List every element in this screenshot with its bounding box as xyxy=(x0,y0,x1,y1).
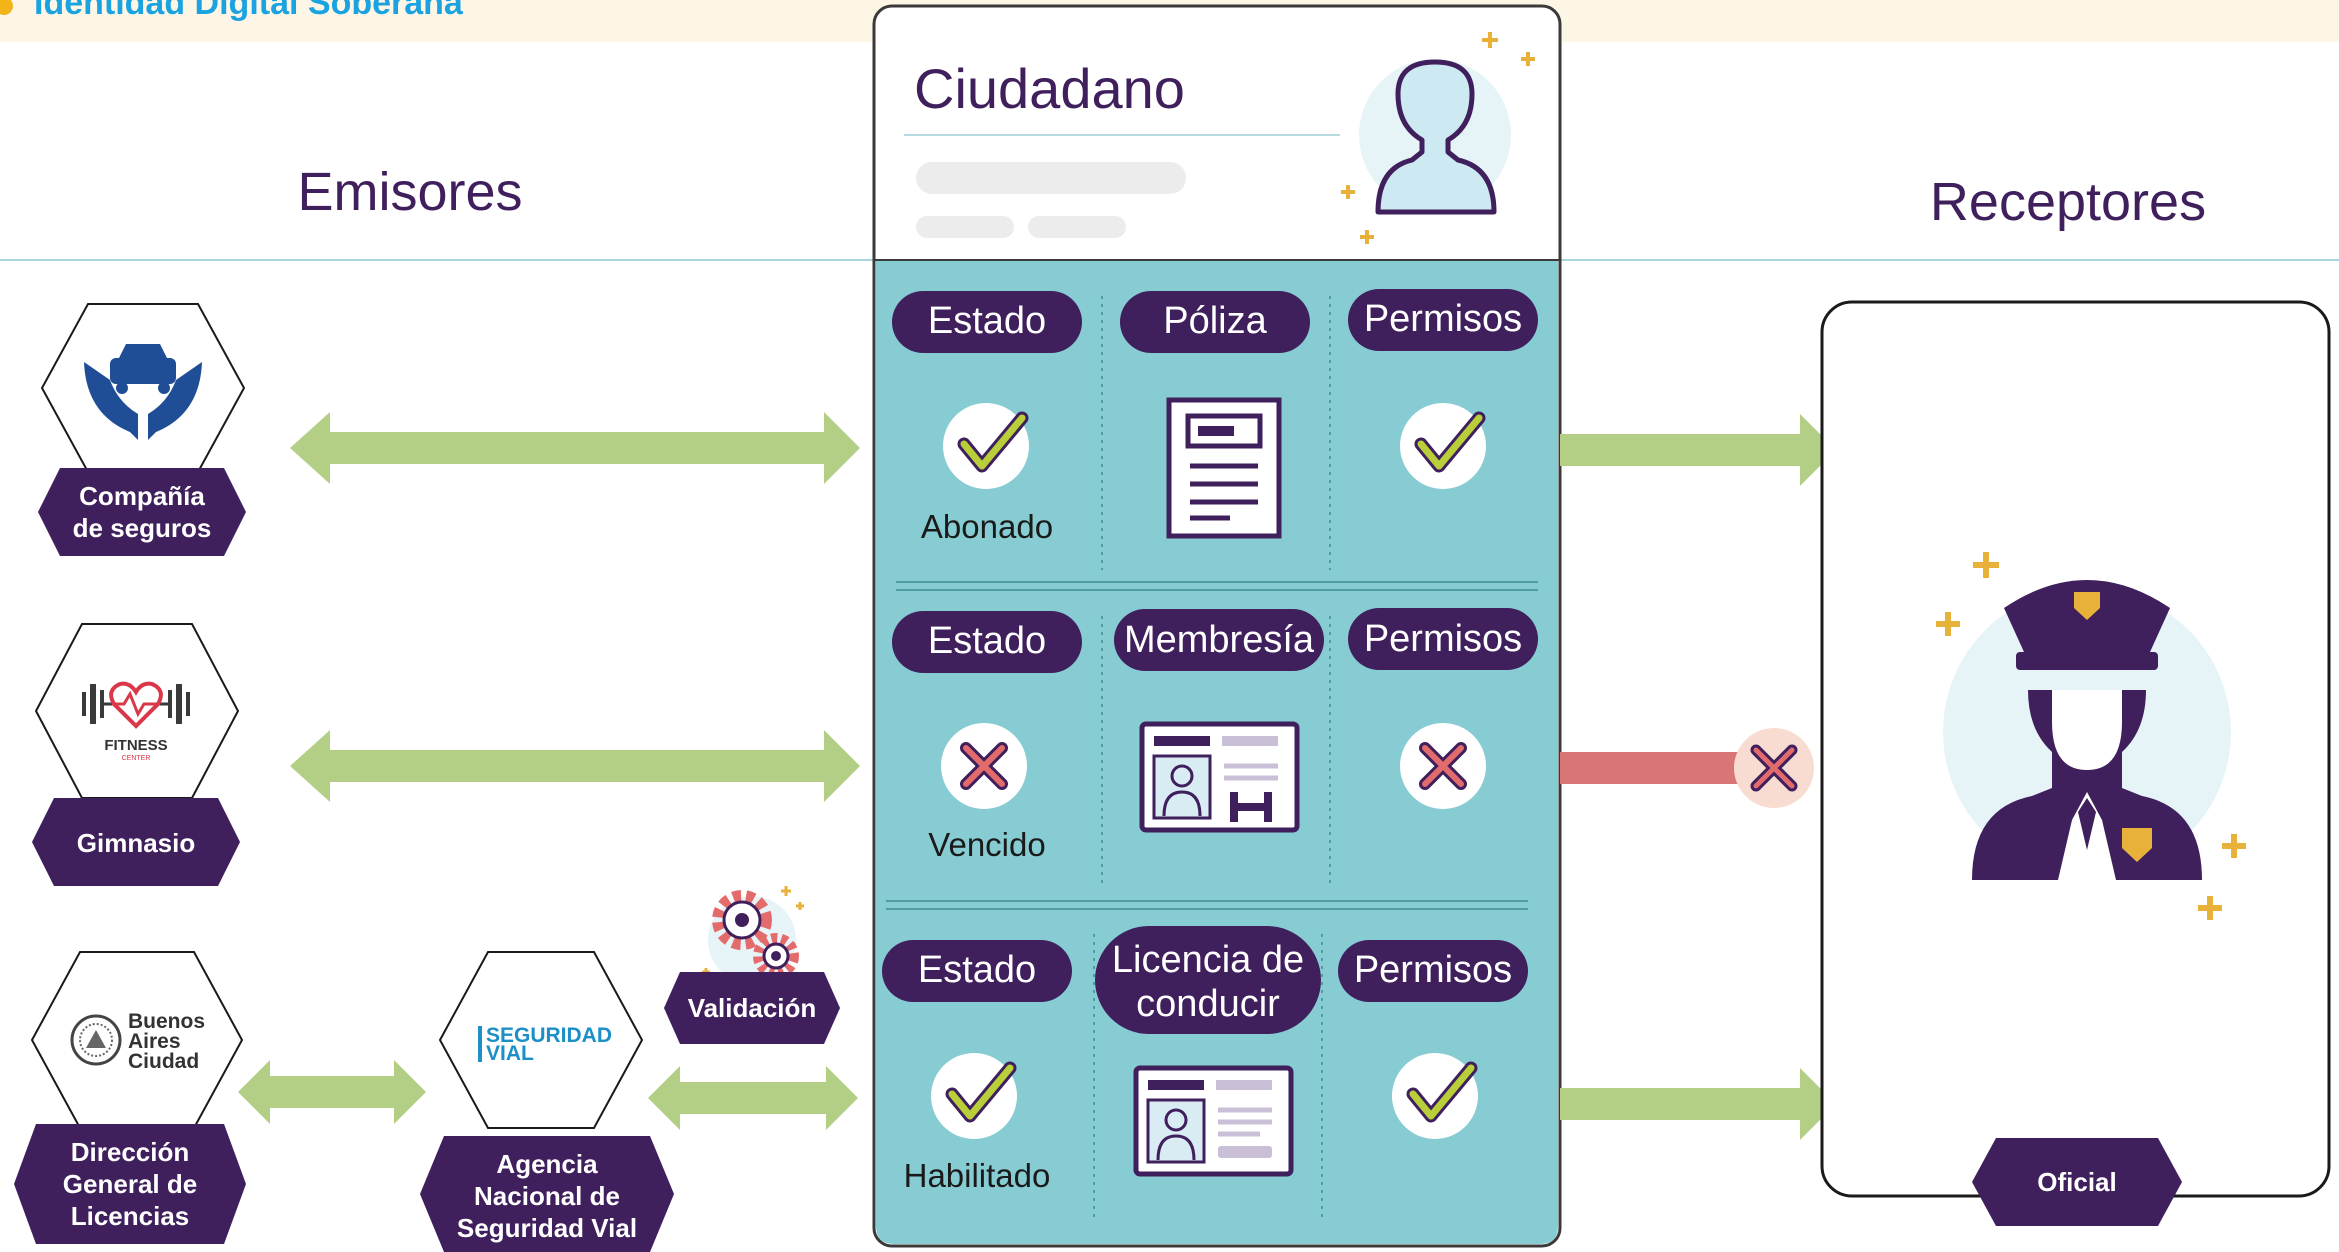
driver-license-card-icon xyxy=(1133,1065,1294,1177)
placeholder-bar xyxy=(916,162,1186,194)
issuer-label-line: de seguros xyxy=(73,513,212,543)
issuers-heading: Emisores xyxy=(297,162,522,222)
placeholder-bar xyxy=(916,216,1014,238)
blocked-cross-icon xyxy=(1734,728,1814,808)
permissions-pill xyxy=(1338,940,1528,1002)
receiver-label-badge xyxy=(1972,1138,2182,1226)
row-separators xyxy=(886,581,1538,910)
validation-label: Validación xyxy=(688,993,817,1023)
arrow-license-to-officer xyxy=(1560,1068,1836,1140)
credential-pill xyxy=(1095,926,1321,1034)
permissions-pill-label: Permisos xyxy=(1354,949,1512,991)
permissions-pill-label: Permisos xyxy=(1364,618,1522,660)
blocked-bar-gym xyxy=(1560,752,1746,784)
status-check-icon xyxy=(943,403,1029,489)
status-value: Abonado xyxy=(921,508,1053,545)
status-pill-label: Estado xyxy=(928,620,1046,662)
double-arrow-gym xyxy=(290,730,860,802)
status-value: Habilitado xyxy=(904,1157,1051,1194)
citizen-wallet-card: Ciudadano xyxy=(872,4,1562,1248)
receivers-heading: Receptores xyxy=(1930,172,2206,232)
agency-label-line: Nacional de xyxy=(474,1181,620,1211)
agency-label-line: Agencia xyxy=(496,1149,598,1179)
agency-hexagon xyxy=(438,951,644,1129)
police-officer-icon xyxy=(1936,552,2246,920)
credential-pill xyxy=(1114,609,1324,671)
status-pill xyxy=(882,940,1072,1002)
issuer-label-line: General de xyxy=(63,1169,197,1199)
status-pill xyxy=(892,291,1082,353)
status-pill-label: Estado xyxy=(918,949,1036,991)
issuer-label-line: Dirección xyxy=(71,1137,190,1167)
double-arrow-agency-wallet xyxy=(648,1066,858,1130)
fitness-logo-subtext: CENTER xyxy=(122,755,151,762)
column-separators xyxy=(1093,296,1331,1222)
issuer-hexagon xyxy=(40,303,246,473)
credential-row-insurance: Estado Póliza Permisos Abonado xyxy=(892,289,1538,545)
car-in-hands-icon xyxy=(84,344,202,440)
ba-logo-text-line: Buenos xyxy=(128,1010,205,1033)
credential-pill-label: Póliza xyxy=(1163,300,1267,342)
ba-logo-text-line: Aires xyxy=(128,1030,181,1053)
receiver-label: Oficial xyxy=(2037,1167,2116,1197)
issuer-label-badge xyxy=(32,798,240,886)
double-arrow-licensing-agency xyxy=(238,1060,426,1124)
credential-pill-label: Membresía xyxy=(1124,619,1315,661)
banner-title: Identidad Digital Soberana xyxy=(34,0,464,22)
fitness-center-logo: FITNESS CENTER xyxy=(82,681,190,762)
credential-pill-label-line2: conducir xyxy=(1136,983,1280,1025)
credential-row-license: Estado Licencia de conducir Permisos Hab… xyxy=(882,926,1528,1194)
permissions-pill xyxy=(1348,608,1538,670)
status-cross-icon xyxy=(941,723,1027,809)
agency-logo-text-line: SEGURIDAD xyxy=(486,1024,612,1047)
citizen-avatar-icon xyxy=(1341,32,1535,244)
status-pill xyxy=(892,611,1082,673)
permissions-check-icon xyxy=(1400,403,1486,489)
issuer-label-badge xyxy=(14,1124,246,1244)
placeholder-bar xyxy=(1028,216,1126,238)
agency-label-line: Seguridad Vial xyxy=(457,1213,637,1243)
issuer-licensing-office: Buenos Aires Ciudad Dirección General de… xyxy=(14,951,246,1244)
issuer-label-badge xyxy=(38,468,246,556)
agency-road-safety: SEGURIDAD VIAL Agencia Nacional de Segur… xyxy=(420,951,674,1252)
validation-step: Validación xyxy=(664,886,840,1044)
holder-name: Ciudadano xyxy=(914,57,1185,120)
status-check-icon xyxy=(931,1053,1017,1139)
credential-pill xyxy=(1120,291,1310,353)
fitness-logo-text: FITNESS xyxy=(104,737,167,754)
issuer-gym: FITNESS CENTER Gimnasio xyxy=(32,623,240,886)
credential-row-gym: Estado Membresía Permisos Vencido xyxy=(892,608,1538,863)
issuer-label-line: Licencias xyxy=(71,1201,190,1231)
permissions-pill xyxy=(1348,289,1538,351)
agency-label-badge xyxy=(420,1136,674,1252)
issuer-label-line: Compañía xyxy=(79,481,205,511)
gears-icon xyxy=(702,886,804,984)
permissions-pill-label: Permisos xyxy=(1364,298,1522,340)
issuer-insurance-company: Compañía de seguros xyxy=(38,303,246,556)
credential-pill-label-line1: Licencia de xyxy=(1112,939,1304,981)
arrow-insurance-to-officer xyxy=(1560,414,1836,486)
double-arrow-insurance xyxy=(290,412,860,484)
buenos-aires-ciudad-logo: Buenos Aires Ciudad xyxy=(70,1010,205,1073)
receiver-officer-panel: Oficial xyxy=(1820,300,2331,1226)
permissions-check-icon xyxy=(1392,1053,1478,1139)
banner-bullet-icon xyxy=(0,0,13,15)
gym-membership-card-icon xyxy=(1139,721,1300,833)
permissions-cross-icon xyxy=(1400,723,1486,809)
status-pill-label: Estado xyxy=(928,300,1046,342)
ba-logo-text-line: Ciudad xyxy=(128,1050,199,1073)
policy-document-icon xyxy=(1166,397,1282,539)
agency-logo-text-line: VIAL xyxy=(486,1042,534,1065)
status-value: Vencido xyxy=(928,826,1045,863)
validation-badge xyxy=(664,972,840,1044)
issuer-label-line: Gimnasio xyxy=(77,828,195,858)
